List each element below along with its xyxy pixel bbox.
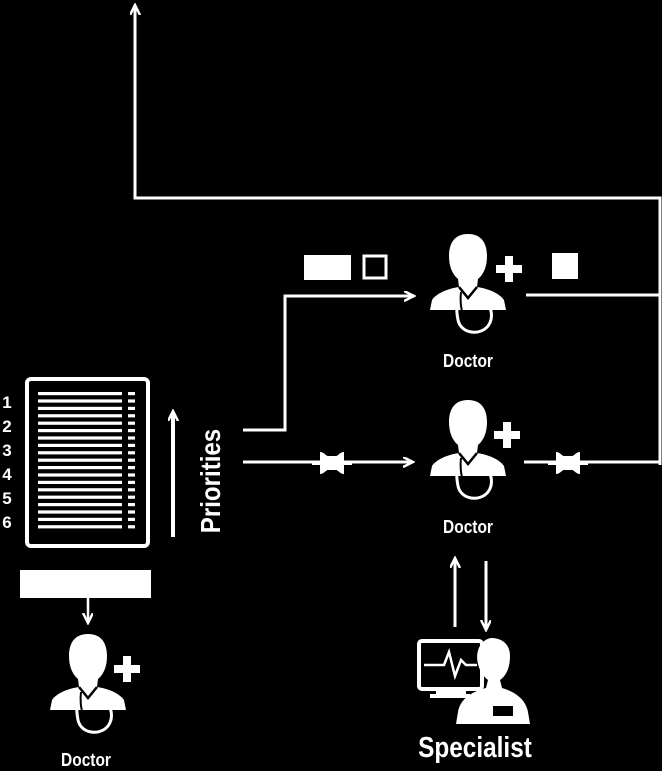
- specialist-label: Specialist: [418, 732, 532, 764]
- document-check-mark: [128, 495, 135, 499]
- document-line: [38, 421, 122, 425]
- plus-icon-top: [496, 256, 522, 282]
- document-check-mark: [128, 451, 135, 455]
- document-line: [38, 429, 122, 433]
- document-line: [38, 466, 122, 470]
- priority-number-6: 6: [2, 513, 12, 532]
- arrow-to-top-doctor: [243, 296, 413, 432]
- empty-message-box: [362, 254, 388, 280]
- document-check-mark: [128, 406, 135, 410]
- document-line: [38, 510, 122, 514]
- priority-number-3: 3: [2, 441, 12, 460]
- document-check-mark: [128, 510, 135, 514]
- document-check-mark: [128, 392, 135, 396]
- document-check-mark: [128, 436, 135, 440]
- document-check-mark: [128, 399, 135, 403]
- pill-connector-right: [548, 452, 588, 474]
- priority-number-1: 1: [2, 393, 12, 412]
- document-check-mark: [128, 517, 135, 521]
- document-line: [38, 392, 122, 396]
- document-line: [38, 525, 122, 529]
- plus-icon-middle: [494, 422, 520, 448]
- document-line: [38, 488, 122, 492]
- document-line: [38, 458, 122, 462]
- document-line: [38, 473, 122, 477]
- priority-number-2: 2: [2, 417, 12, 436]
- priority-number-4: 4: [2, 465, 12, 484]
- doctor-icon-middle: [428, 398, 508, 500]
- document-check-mark: [128, 525, 135, 529]
- document-check-mark: [128, 458, 135, 462]
- document-check-mark: [128, 488, 135, 492]
- document-line: [38, 480, 122, 484]
- document-line: [38, 503, 122, 507]
- priorities-label: Priorities: [195, 428, 226, 534]
- document-line: [38, 414, 122, 418]
- document-check-mark: [128, 421, 135, 425]
- priority-number-5: 5: [2, 489, 12, 508]
- doctor-icon-top: [428, 232, 508, 334]
- document-line: [38, 399, 122, 403]
- doctor-label-top: Doctor: [443, 351, 493, 371]
- document-check-mark: [128, 466, 135, 470]
- priority-list-document: [25, 377, 150, 548]
- document-line: [38, 406, 122, 410]
- filled-message-box: [304, 255, 351, 280]
- doctor-label-middle: Doctor: [443, 517, 493, 537]
- specialist-icon: [417, 638, 530, 724]
- document-check-mark: [128, 443, 135, 447]
- filled-square-box: [552, 253, 578, 279]
- document-line: [38, 495, 122, 499]
- document-check-mark: [128, 480, 135, 484]
- document-check-mark: [128, 503, 135, 507]
- plus-icon-bottom: [114, 656, 140, 682]
- document-line: [38, 451, 122, 455]
- doctor-label-bottom: Doctor: [61, 750, 111, 770]
- document-check-mark: [128, 414, 135, 418]
- document-line: [38, 436, 122, 440]
- document-check-mark: [128, 473, 135, 477]
- pill-connector-left: [312, 452, 352, 474]
- doctor-icon-bottom: [48, 632, 128, 734]
- document-check-mark: [128, 429, 135, 433]
- document-line: [38, 443, 122, 447]
- referral-bar: [20, 570, 151, 598]
- document-line: [38, 517, 122, 521]
- feedback-loop: [135, 6, 662, 465]
